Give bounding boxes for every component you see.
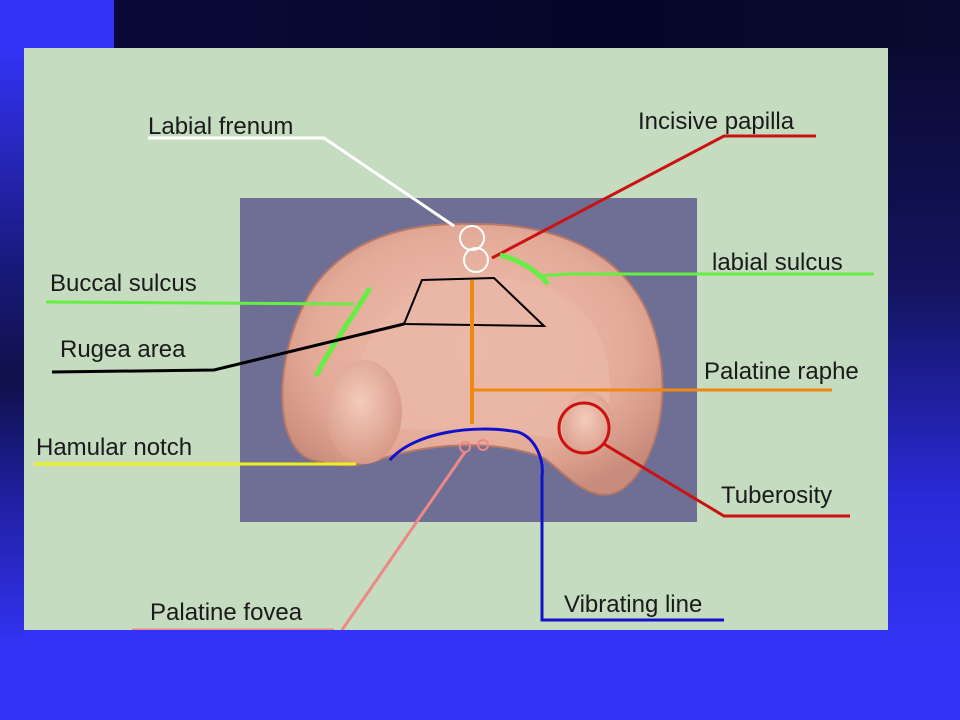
labial-frenum-marker bbox=[459, 225, 485, 251]
label-palatine-raphe: Palatine raphe bbox=[704, 358, 859, 385]
buccal-sulcus-pointer bbox=[45, 300, 355, 306]
left-tuberosity-bulge bbox=[326, 360, 402, 464]
palatine-fovea-pointer bbox=[340, 451, 467, 630]
labial-frenum-pointer bbox=[148, 136, 455, 228]
palatal-vault bbox=[352, 277, 610, 446]
label-palatine-fovea: Palatine fovea bbox=[150, 599, 303, 626]
label-rugea-area: Rugea area bbox=[60, 336, 186, 363]
incisive-papilla-marker bbox=[463, 247, 489, 273]
diagram-panel: Labial frenum Incisive papilla labial su… bbox=[24, 48, 888, 630]
palate-diagram bbox=[34, 134, 874, 630]
rugea-area-pointer bbox=[51, 322, 405, 374]
label-hamular-notch: Hamular notch bbox=[36, 434, 193, 461]
buccal-sulcus-marker bbox=[313, 286, 373, 378]
rugea-area-outline bbox=[402, 276, 547, 328]
vibrating-line-marker bbox=[388, 427, 724, 622]
labial-sulcus-marker bbox=[499, 252, 550, 286]
label-vibrating-line: Vibrating line bbox=[564, 591, 703, 618]
label-incisive-papilla: Incisive papilla bbox=[638, 108, 795, 135]
right-gradient-band bbox=[888, 48, 960, 648]
label-labial-sulcus: labial sulcus bbox=[712, 249, 843, 276]
tuberosity-pointer bbox=[603, 442, 850, 518]
palatine-fovea-right-marker bbox=[477, 439, 489, 451]
labial-sulcus-pointer bbox=[537, 272, 874, 278]
label-buccal-sulcus: Buccal sulcus bbox=[50, 270, 197, 297]
label-labial-frenum: Labial frenum bbox=[148, 113, 294, 140]
label-tuberosity: Tuberosity bbox=[721, 482, 833, 509]
tuberosity-marker bbox=[557, 401, 611, 455]
incisive-papilla-pointer bbox=[491, 134, 816, 260]
left-gradient-band bbox=[0, 48, 24, 648]
top-dark-band bbox=[114, 0, 960, 48]
